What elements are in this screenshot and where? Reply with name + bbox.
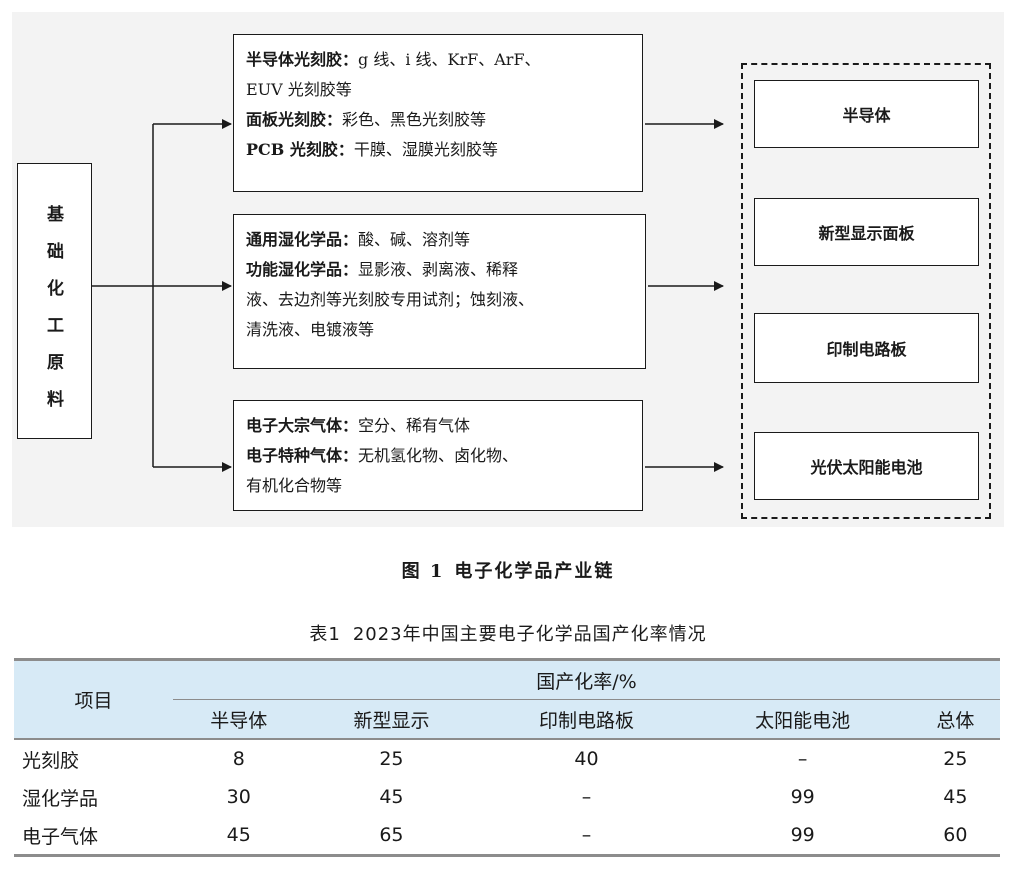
table-cell: 45 <box>379 786 404 808</box>
group-header: 国产化率/% <box>536 670 637 693</box>
table-row: 光刻胶 8 25 40 – 25 <box>14 739 1000 778</box>
category-box-wet-chemicals: 通用湿化学品：酸、碱、溶剂等 功能湿化学品：显影液、剥离液、稀释 液、去边剂等光… <box>233 214 646 369</box>
column-header: 半导体 <box>173 699 305 739</box>
category-line: 液、去边剂等光刻胶专用试剂；蚀刻液、 <box>246 290 535 309</box>
category-line: 通用湿化学品：酸、碱、溶剂等 <box>246 230 471 249</box>
figure-caption: 图 1 电子化学品产业链 <box>0 557 1016 583</box>
table-cell: 25 <box>379 748 404 770</box>
source-char: 工 <box>47 316 64 336</box>
category-line: 电子大宗气体：空分、稀有气体 <box>246 416 471 435</box>
row-label: 光刻胶 <box>22 749 80 772</box>
source-char: 化 <box>47 279 64 299</box>
connector-arrows <box>92 119 724 472</box>
table-cell: – <box>581 786 592 808</box>
table-cell: 45 <box>943 786 968 808</box>
table-title: 2023年中国主要电子化学品国产化率情况 <box>352 624 707 645</box>
localization-rate-table: 项目 国产化率/% 半导体 新型显示 印制电路板 太阳能电池 总体 光刻胶 8 … <box>14 658 1000 857</box>
table-number: 表1 <box>309 624 341 645</box>
column-header: 新型显示 <box>304 699 479 739</box>
table-cell: 65 <box>379 824 404 846</box>
category-line: PCB 光刻胶：干膜、湿膜光刻胶等 <box>246 140 498 159</box>
table-cell: 99 <box>790 824 815 846</box>
row-label: 电子气体 <box>22 825 99 848</box>
table-cell: 8 <box>232 748 245 770</box>
table-row: 电子气体 45 65 – 99 60 <box>14 816 1000 856</box>
source-char: 原 <box>47 353 64 373</box>
applications-container <box>741 63 991 519</box>
figure-title: 电子化学品产业链 <box>454 561 615 582</box>
table-row: 湿化学品 30 45 – 99 45 <box>14 778 1000 816</box>
source-box-basic-chemical-materials: 基 础 化 工 原 料 <box>17 163 92 439</box>
column-header: 太阳能电池 <box>694 699 911 739</box>
row-label: 湿化学品 <box>22 787 99 810</box>
table-cell: – <box>581 824 592 846</box>
source-char: 料 <box>47 390 64 410</box>
category-box-electronic-gases: 电子大宗气体：空分、稀有气体 电子特种气体：无机氢化物、卤化物、 有机化合物等 <box>233 400 643 511</box>
category-line: 面板光刻胶：彩色、黑色光刻胶等 <box>246 110 487 129</box>
row-header: 项目 <box>74 690 113 712</box>
table-cell: 60 <box>943 824 968 846</box>
category-line: 电子特种气体：无机氢化物、卤化物、 <box>246 446 519 465</box>
category-line: 半导体光刻胶：g 线、i 线、KrF、ArF、 <box>246 50 541 69</box>
category-box-photoresist: 半导体光刻胶：g 线、i 线、KrF、ArF、 EUV 光刻胶等 面板光刻胶：彩… <box>233 34 643 192</box>
category-line: 功能湿化学品：显影液、剥离液、稀释 <box>246 260 519 279</box>
category-line: 清洗液、电镀液等 <box>246 320 375 339</box>
table-cell: 45 <box>226 824 251 846</box>
table-cell: 25 <box>943 748 968 770</box>
column-header: 总体 <box>910 699 1000 739</box>
column-header: 印制电路板 <box>478 699 695 739</box>
category-line: 有机化合物等 <box>246 476 343 495</box>
category-line: EUV 光刻胶等 <box>246 80 352 99</box>
source-char: 基 <box>47 205 64 225</box>
table-cell: 99 <box>790 786 815 808</box>
table-cell: 40 <box>574 748 599 770</box>
table-caption: 表1 2023年中国主要电子化学品国产化率情况 <box>0 620 1016 646</box>
application-box-display-panel: 新型显示面板 <box>754 198 979 266</box>
application-box-solar-cell: 光伏太阳能电池 <box>754 432 979 500</box>
application-box-semiconductor: 半导体 <box>754 80 979 148</box>
application-box-pcb: 印制电路板 <box>754 313 979 383</box>
figure-number: 图 1 <box>401 561 445 582</box>
source-char: 础 <box>47 242 64 262</box>
table-cell: – <box>797 748 808 770</box>
table-cell: 30 <box>226 786 251 808</box>
